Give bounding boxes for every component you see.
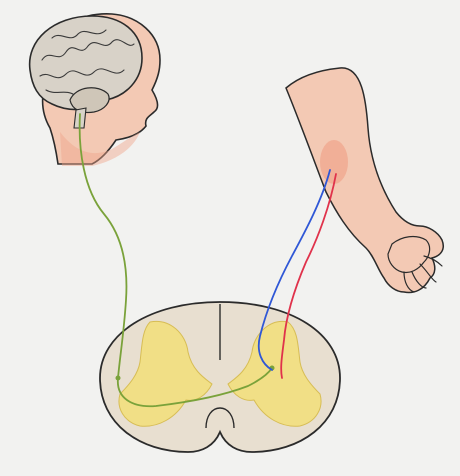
spinal-cord-cross-section xyxy=(100,302,340,452)
motor-neuron-body-left xyxy=(116,376,121,381)
skin-stimulus-area xyxy=(320,140,348,184)
head-with-brain xyxy=(30,14,160,166)
arm-and-hand xyxy=(286,68,443,293)
